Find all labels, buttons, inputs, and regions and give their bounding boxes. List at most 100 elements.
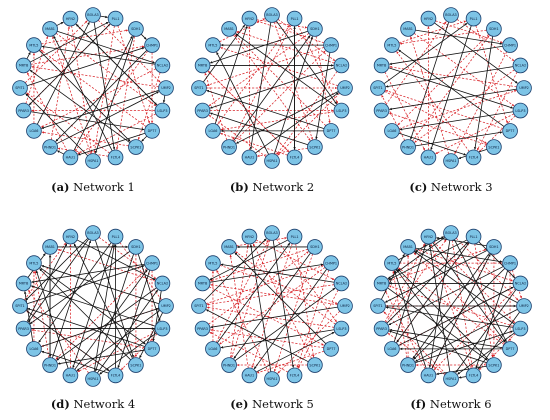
node-label: LGA6 — [208, 129, 217, 133]
solid-edge — [26, 243, 68, 323]
network-node: BOLA3 — [85, 7, 101, 23]
node-label: HAU1 — [66, 374, 76, 378]
network-node: SPIT1 — [12, 80, 28, 96]
node-label: MAB1 — [45, 27, 55, 31]
node-circle — [384, 123, 400, 139]
dashed-edge — [433, 241, 516, 324]
node-label: PHND1 — [402, 363, 414, 367]
network-node: SPIT1 — [370, 298, 386, 314]
network-node: UMP2 — [516, 298, 532, 314]
node-circle — [516, 298, 532, 314]
solid-edge — [139, 312, 163, 359]
node-circle — [26, 255, 42, 271]
solid-edge — [140, 33, 147, 40]
node-label: SCPK1 — [488, 363, 499, 367]
network-node: FLTL4 — [465, 149, 482, 166]
node-circle — [373, 275, 390, 292]
node-circle — [307, 139, 323, 155]
node-circle — [194, 57, 211, 74]
node-circle — [307, 239, 323, 255]
node-circle — [144, 341, 160, 357]
node-label: DPT7 — [148, 129, 157, 133]
node-label: BOLA3 — [445, 13, 456, 17]
solid-edge — [428, 244, 451, 372]
solid-edge — [23, 291, 34, 342]
network-panel-6: BOLA3PLL1SDH1CHMP1NCLA2UMP2LSLP3DPT7SCPK… — [370, 225, 532, 387]
network-node: UMP2 — [158, 80, 174, 96]
node-label: DPT7 — [148, 347, 157, 351]
node-circle — [264, 371, 280, 387]
network-node: HAU1 — [62, 367, 79, 384]
network-node: LSLP3 — [333, 320, 350, 337]
node-label: MAB1 — [403, 245, 413, 249]
network-node: DPT7 — [144, 341, 160, 357]
node-circle — [62, 228, 79, 245]
node-label: HAU1 — [424, 374, 434, 378]
dashed-edge — [276, 238, 338, 323]
node-label: UMP2 — [519, 304, 529, 308]
node-label: FLTL4 — [111, 156, 121, 160]
dashed-edge — [255, 239, 335, 281]
dashed-edge — [27, 289, 89, 374]
caption-network-1: (a) Network 1 — [51, 180, 135, 194]
dashed-edge — [410, 36, 450, 155]
node-label: PPAR3 — [376, 109, 387, 113]
dashed-edge — [216, 270, 269, 373]
solid-edge — [415, 330, 514, 364]
solid-edge — [220, 263, 335, 283]
dashed-edge — [236, 236, 287, 247]
node-label: CHMP1 — [504, 43, 516, 47]
network-node: PPAR3 — [15, 102, 32, 119]
node-circle — [512, 275, 529, 292]
node-label: PLL1 — [291, 17, 299, 21]
network-node: MAB1 — [400, 21, 416, 37]
dashed-edge — [207, 70, 290, 153]
edge-group — [381, 236, 522, 379]
network-node: LGA6 — [384, 123, 400, 139]
caption-panel-letter: (b) — [229, 180, 249, 194]
network-node: HFN2 — [420, 228, 437, 245]
dashed-edge — [208, 251, 309, 325]
network-node: HSPA1 — [443, 153, 459, 169]
network-node: HAU1 — [241, 149, 258, 166]
solid-edge — [97, 289, 159, 374]
solid-edge — [35, 270, 69, 369]
solid-edge — [53, 35, 113, 152]
node-label: SDH1 — [310, 27, 319, 31]
node-circle — [516, 80, 532, 96]
network-node: HAU1 — [241, 367, 258, 384]
node-label: LGA6 — [208, 347, 217, 351]
dashed-edge — [208, 286, 325, 346]
node-circle — [128, 239, 144, 255]
dashed-edge — [398, 90, 517, 129]
node-circle — [158, 80, 174, 96]
node-circle — [194, 102, 211, 119]
node-circle — [465, 367, 482, 384]
solid-edge — [210, 306, 338, 329]
node-label: NCLA2 — [336, 64, 347, 68]
solid-edge — [458, 376, 467, 379]
solid-edge — [415, 131, 503, 147]
network-panel-4: BOLA3PLL1SDH1CHMP1NCLA2UMP2LSLP3DPT7SCPK… — [12, 225, 174, 387]
node-circle — [373, 320, 390, 337]
solid-edge — [475, 270, 509, 369]
node-label: SDH1 — [310, 245, 319, 249]
solid-edge — [388, 266, 504, 326]
node-group: BOLA3PLL1SDH1CHMP1NCLA2UMP2LSLP3DPT7SCPK… — [370, 7, 532, 169]
solid-edge — [393, 243, 427, 342]
network-node: DPT7 — [144, 123, 160, 139]
node-label: MRTB — [19, 282, 29, 286]
network-node: MAB1 — [221, 21, 237, 37]
network-node: HFN2 — [62, 228, 79, 245]
network-panel-1: BOLA3PLL1SDH1CHMP1NCLA2UMP2LSLP3DPT7SCPK… — [12, 7, 174, 169]
solid-edge — [75, 23, 158, 106]
node-label: NCLA2 — [157, 282, 168, 286]
edge-group — [203, 18, 341, 158]
node-label: PPAR3 — [197, 327, 208, 331]
solid-edge — [55, 50, 148, 142]
node-label: SCPK1 — [130, 363, 141, 367]
network-node: PPAR3 — [15, 320, 32, 337]
node-circle — [12, 80, 28, 96]
network-node: UMP2 — [158, 298, 174, 314]
node-circle — [323, 37, 339, 53]
